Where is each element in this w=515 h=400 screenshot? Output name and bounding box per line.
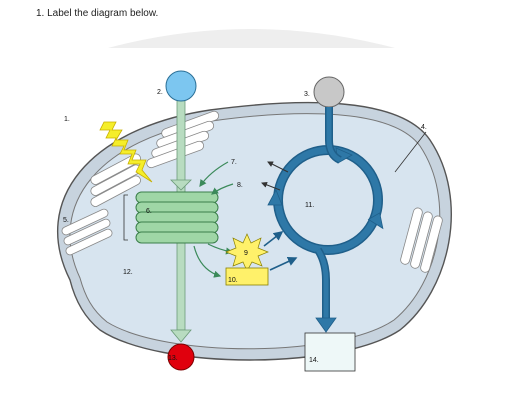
input-blue-circle xyxy=(165,70,197,102)
label-11: 11. xyxy=(305,202,314,209)
label-13: 13. xyxy=(168,355,178,362)
page-title: 1. Label the diagram below. xyxy=(36,8,159,19)
top-shadow xyxy=(108,29,395,48)
product-box-10 xyxy=(225,267,269,286)
arrow-label-8 xyxy=(211,183,234,195)
output-box-14 xyxy=(304,332,356,372)
arrow-from-cycle-mid xyxy=(261,182,281,191)
arrow-9-to-cycle xyxy=(263,231,284,247)
label-7: 7. xyxy=(231,159,237,166)
arrow-from-cycle-top xyxy=(267,161,289,173)
label-2: 2. xyxy=(157,89,163,96)
label-3: 3. xyxy=(304,91,310,98)
label-14: 14. xyxy=(309,357,319,364)
label-4: 4. xyxy=(421,124,427,131)
label-6: 6. xyxy=(146,208,152,215)
chloroplast-envelope xyxy=(57,101,452,361)
leader-line-4 xyxy=(394,131,427,173)
label-1: 1. xyxy=(64,116,70,123)
arrow-to-10 xyxy=(193,245,222,278)
grana-stack-far-left xyxy=(61,208,113,256)
input-gray-circle xyxy=(313,76,345,108)
thylakoid-stack xyxy=(135,191,219,244)
light-energy-bolt xyxy=(99,121,153,183)
output-red-circle xyxy=(167,343,195,371)
granum-bracket xyxy=(123,194,128,241)
calvin-cycle xyxy=(267,107,384,333)
grana-stack-right xyxy=(400,207,443,273)
label-8: 8. xyxy=(237,182,243,189)
arrow-label-7 xyxy=(199,161,229,187)
label-9: 9 xyxy=(244,250,248,257)
label-5: 5. xyxy=(63,217,69,224)
grana-stack-left xyxy=(90,153,141,207)
arrow-10-to-cycle xyxy=(269,256,298,271)
label-10: 10. xyxy=(228,277,238,284)
label-12: 12. xyxy=(123,269,133,276)
